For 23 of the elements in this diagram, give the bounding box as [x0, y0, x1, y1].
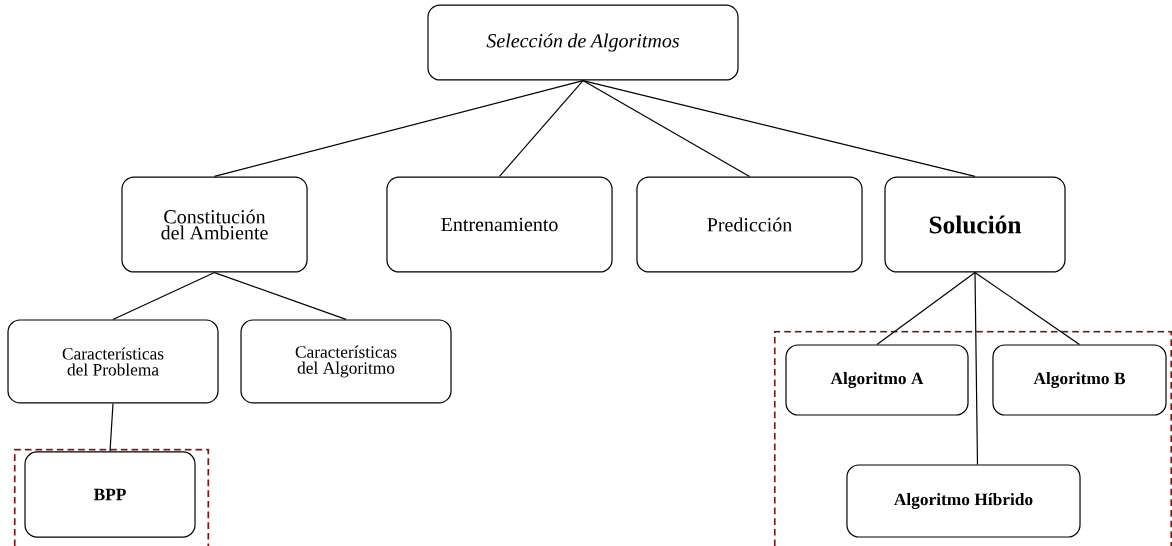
connector-line	[582, 79, 751, 178]
box: Algoritmo B	[992, 344, 1167, 416]
box: Algoritmo Híbrido	[846, 464, 1081, 538]
box: Selección de Algoritmos	[427, 4, 739, 81]
connector-line	[974, 271, 1081, 345]
box: BPP	[24, 451, 196, 538]
box: Predicción	[636, 176, 863, 273]
box: Constitución del Ambiente	[121, 176, 308, 273]
connector-line	[112, 271, 216, 321]
connector-line	[213, 271, 347, 321]
box: Características del Problema	[7, 319, 219, 404]
box: Solución	[884, 176, 1066, 273]
connector-line	[213, 79, 584, 178]
dashed-frame	[773, 330, 1172, 546]
connector-line	[582, 79, 976, 178]
connector-line	[498, 79, 584, 178]
connector-line	[876, 271, 976, 345]
box: Algoritmo A	[785, 344, 969, 416]
box: Características del Algoritmo	[240, 319, 452, 404]
dashed-frame	[13, 448, 210, 546]
connector-line	[109, 402, 114, 452]
box: Entrenamiento	[386, 176, 613, 273]
connector-line	[974, 271, 979, 465]
